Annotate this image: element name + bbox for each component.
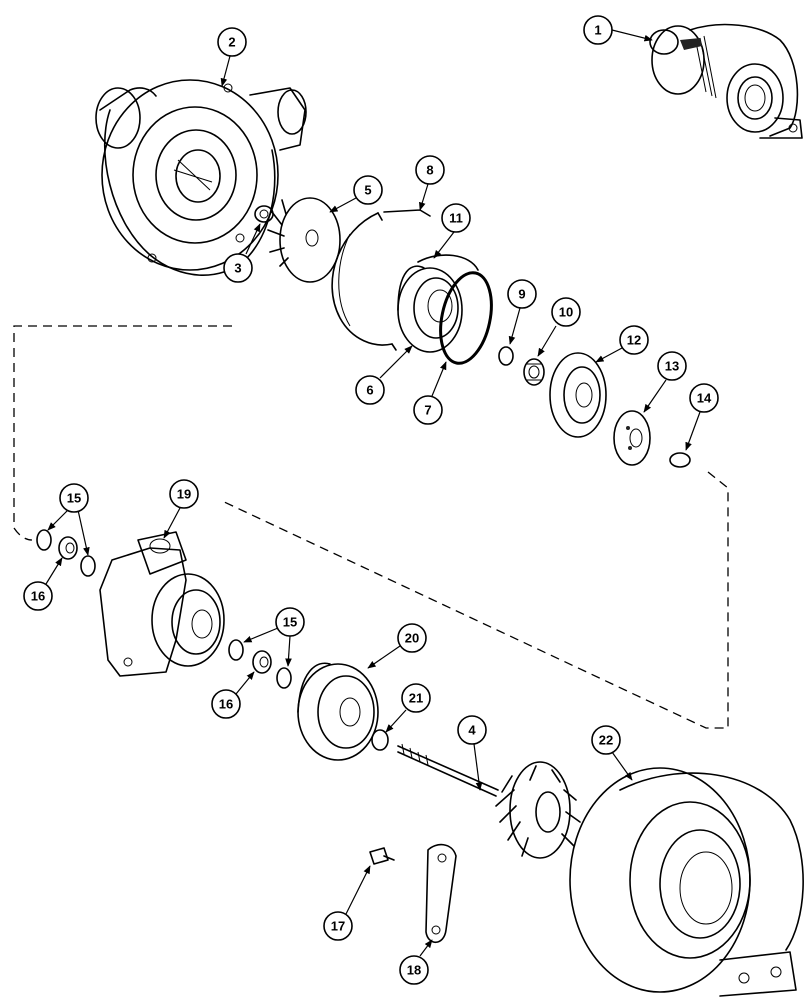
assembled-turbocharger — [649, 23, 803, 139]
callout-4: 4 — [457, 715, 487, 791]
svg-text:2: 2 — [228, 35, 235, 50]
callout-16-upper: 16 — [23, 557, 63, 611]
svg-text:1: 1 — [594, 23, 601, 38]
insert — [397, 265, 463, 353]
svg-text:20: 20 — [405, 631, 419, 646]
callout-16-lower: 16 — [211, 671, 255, 719]
svg-text:13: 13 — [665, 359, 679, 374]
svg-text:10: 10 — [559, 305, 573, 320]
svg-text:16: 16 — [219, 697, 233, 712]
callout-2: 2 — [217, 27, 247, 87]
svg-text:11: 11 — [449, 211, 463, 226]
thrust-collar — [523, 358, 545, 386]
clamp-plate — [425, 843, 457, 944]
callout-11: 11 — [433, 203, 471, 259]
svg-text:19: 19 — [177, 487, 191, 502]
svg-text:15: 15 — [283, 615, 297, 630]
svg-text:14: 14 — [697, 391, 712, 406]
piston-ring — [371, 729, 389, 751]
svg-text:6: 6 — [366, 383, 373, 398]
callout-15-lower: 15 — [243, 607, 305, 667]
callout-9: 9 — [507, 279, 537, 345]
snap-ring — [498, 346, 514, 366]
svg-text:12: 12 — [627, 333, 641, 348]
compressor-wheel — [267, 197, 341, 283]
o-ring — [439, 271, 493, 365]
callout-15-upper: 15 — [47, 483, 90, 556]
backplate — [331, 209, 479, 351]
svg-text:18: 18 — [407, 963, 421, 978]
svg-text:22: 22 — [599, 733, 613, 748]
callout-6: 6 — [355, 345, 413, 405]
callout-10: 10 — [537, 297, 581, 357]
grouping-dashed-line — [13, 325, 729, 729]
callout-3: 3 — [223, 223, 261, 283]
callout-14: 14 — [685, 383, 719, 451]
callout-1: 1 — [583, 15, 653, 45]
callout-5: 5 — [329, 175, 383, 213]
thrust-washer — [613, 410, 651, 466]
svg-text:9: 9 — [518, 287, 525, 302]
turbine-wheel-shaft — [397, 743, 581, 859]
svg-text:4: 4 — [468, 723, 476, 738]
bolt — [369, 847, 395, 865]
svg-text:5: 5 — [364, 183, 371, 198]
callout-17: 17 — [323, 865, 371, 941]
callout-13: 13 — [643, 351, 687, 413]
svg-text:15: 15 — [67, 491, 81, 506]
callout-12: 12 — [595, 325, 649, 363]
small-washer — [669, 452, 691, 468]
svg-text:21: 21 — [409, 691, 423, 706]
turbine-housing — [569, 767, 804, 997]
callout-22: 22 — [591, 725, 633, 781]
svg-text:3: 3 — [234, 261, 241, 276]
journal-bearing-lower — [228, 639, 292, 689]
callout-21: 21 — [385, 683, 431, 733]
svg-text:17: 17 — [331, 919, 345, 934]
svg-text:7: 7 — [424, 403, 431, 418]
heat-shield — [297, 662, 379, 761]
compressor-housing — [95, 79, 307, 277]
svg-text:16: 16 — [31, 589, 45, 604]
journal-bearing-upper — [36, 529, 96, 577]
callout-18: 18 — [399, 939, 433, 985]
callout-19: 19 — [163, 479, 199, 539]
callout-7: 7 — [413, 361, 447, 425]
svg-text:8: 8 — [426, 163, 433, 178]
center-housing — [99, 531, 225, 677]
callout-20: 20 — [367, 623, 427, 669]
thrust-bearing — [549, 352, 607, 438]
callout-8: 8 — [415, 155, 445, 211]
